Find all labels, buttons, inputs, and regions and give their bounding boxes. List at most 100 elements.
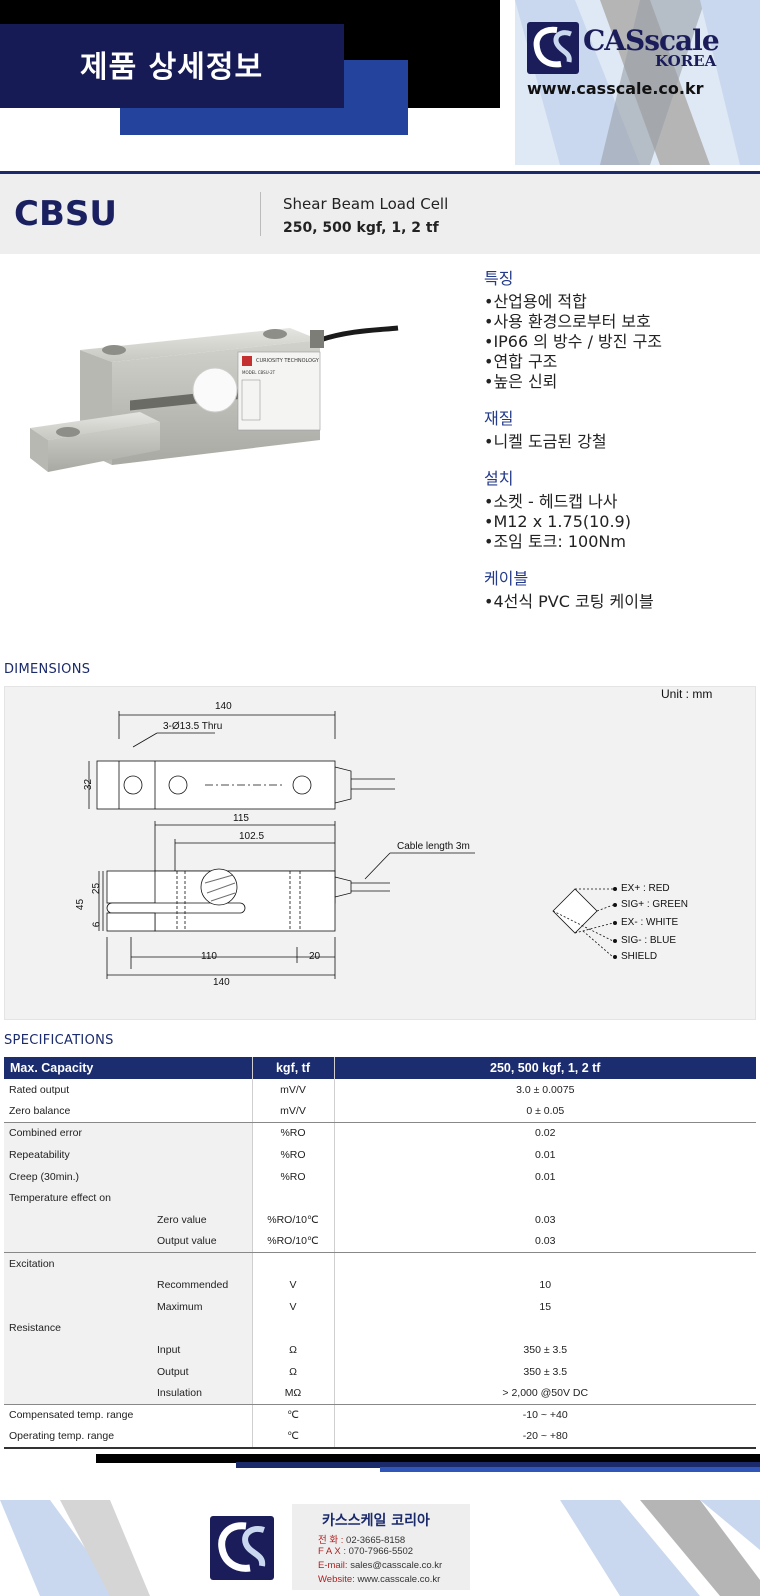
feature-item: •IP66 의 방수 / 방진 구조 [484,332,663,351]
divider [260,192,261,236]
spec-label: Operating temp. range [4,1426,152,1449]
spec-label [4,1295,152,1318]
wire-shield: SHIELD [621,951,658,962]
spec-value: > 2,000 @50V DC [334,1382,756,1405]
spec-unit: ℃ [251,1404,335,1426]
footer-company-name: 카스스케일 코리아 [322,1513,430,1529]
feature-group: 재질 •니켈 도금된 강철 [484,408,754,452]
feature-item: •연합 구조 [484,352,558,371]
dim-side-102: 102.5 [239,831,265,842]
footer-blue-bar [380,1467,760,1472]
feature-item: •4선식 PVC 코팅 케이블 [484,592,654,611]
contact-card [292,1504,470,1590]
spec-value: 0.01 [535,1170,556,1183]
feature-item: •M12 x 1.75(10.9) [484,512,631,531]
spec-sublabel [152,1144,252,1166]
dim-h45: 45 [75,898,87,911]
page-title: 제품 상세정보 [80,50,264,85]
dim-side-115: 115 [233,813,249,824]
spec-unit: %RO [251,1122,335,1145]
footer-website[interactable]: Website: www.casscale.co.kr [318,1574,441,1585]
header-unit: kgf, tf [251,1057,335,1079]
spec-label: Creep (30min.) [4,1165,152,1188]
spec-value: 15 [539,1300,552,1313]
spec-value: 0.03 [535,1213,556,1226]
feature-item: •높은 신뢰 [484,372,558,391]
footer-fax: F A X : 070-7966-5502 [318,1546,414,1557]
spec-unit: Ω [251,1360,335,1383]
table-row: Excitation [4,1252,756,1275]
dim-h6: 6 [91,921,103,928]
spec-label: Resistance [4,1317,152,1340]
spec-unit: %RO/10℃ [251,1230,335,1253]
footer-navy-bar [236,1462,760,1468]
footer-email[interactable]: E-mail: sales@casscale.co.kr [318,1560,443,1571]
spec-label [4,1360,152,1383]
feature-item: •니켈 도금된 강철 [484,432,607,451]
table-row: Compensated temp. range℃-10 ~ +40 [4,1404,756,1426]
spec-label: Zero balance [4,1100,152,1123]
spec-sublabel: Output value [152,1230,252,1253]
spec-sublabel [152,1122,252,1145]
dimension-unit: Unit : mm [661,687,713,701]
dimensions-title: DIMENSIONS [4,662,91,677]
feature-heading: 재질 [484,409,514,428]
spec-label: Combined error [4,1122,152,1145]
spec-value: 0.01 [535,1148,556,1161]
spec-label: Excitation [4,1252,152,1275]
header-navy-block [0,24,344,108]
spec-value: 0.02 [535,1127,556,1140]
feature-item: •소켓 - 헤드캡 나사 [484,492,618,511]
table-row: Operating temp. range℃-20 ~ +80 [4,1426,756,1449]
website-link[interactable]: www.casscale.co.kr [527,79,704,98]
spec-label: Rated output [9,1083,70,1096]
specifications-table: Max. Capacity kgf, tf 250, 500 kgf, 1, 2… [4,1057,756,1449]
spec-sublabel: Input [152,1339,252,1361]
wire-sig-plus: SIG+ : GREEN [621,899,688,910]
table-row: Resistance [4,1317,756,1340]
dim-b110: 110 [201,951,217,962]
spec-label [4,1209,152,1231]
logo-korea-text: KOREA [655,52,717,70]
spec-value [334,1187,756,1209]
dimensions-drawing: Unit : mm 140 3-Ø13.5 Thru 32 115 102.5 … [4,686,756,1020]
wire-ex-plus: EX+ : RED [621,883,670,894]
photo-label-model: MODEL CBSU-2T [242,370,276,375]
spec-value [334,1318,756,1340]
spec-unit: V [251,1274,335,1296]
spec-value: -10 ~ +40 [522,1409,568,1422]
spec-sublabel [152,1100,252,1123]
product-type: Shear Beam Load Cell [283,195,449,213]
spec-value: 0.03 [334,1230,756,1253]
spec-sublabel [152,1079,252,1101]
dim-top-width: 140 [215,701,232,712]
footer-cs-logo-icon [210,1516,274,1580]
spec-value [334,1253,756,1275]
specifications-title: SPECIFICATIONS [4,1033,114,1048]
feature-item: •사용 환경으로부터 보호 [484,312,651,331]
table-row: Combined error %RO 0.02 [4,1122,756,1145]
table-row: Creep (30min.) %RO 0.01 [4,1165,756,1188]
wire-ex-minus: EX- : WHITE [621,917,679,928]
header-value: 250, 500 kgf, 1, 2 tf [334,1057,756,1079]
spec-sublabel [152,1252,252,1275]
dim-b140: 140 [213,977,230,988]
spec-sublabel: Maximum [152,1295,252,1318]
spec-unit: Ω [251,1339,335,1361]
cs-logo-icon [527,22,579,74]
feature-group: 특징•산업용에 적합•사용 환경으로부터 보호•IP66 의 방수 / 방진 구… [484,268,754,392]
table-row: Temperature effect on [4,1187,756,1210]
spec-unit [251,1317,335,1340]
dim-h25: 25 [91,882,103,895]
spec-unit: %RO [251,1165,335,1188]
spec-unit: V [251,1295,335,1318]
header-max-capacity: Max. Capacity [4,1057,252,1079]
